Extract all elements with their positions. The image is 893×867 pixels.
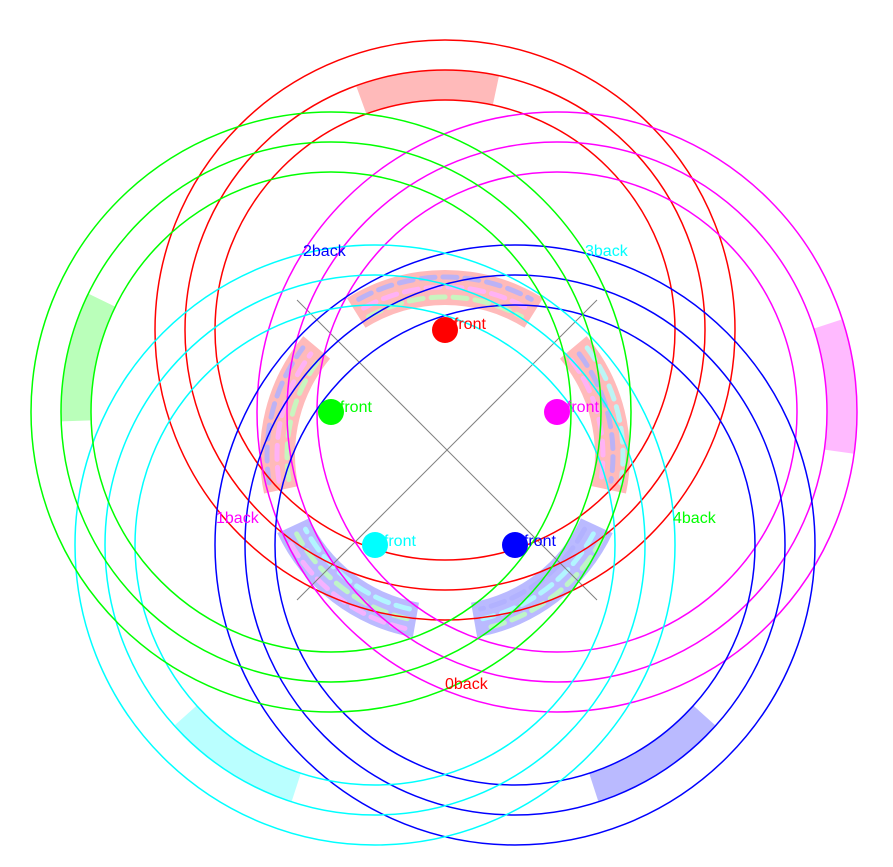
diagonal-guide-lines <box>296 299 598 601</box>
front-dot-3 <box>362 532 388 558</box>
ring-1 <box>286 141 828 683</box>
label-4front: 4front <box>331 399 372 416</box>
ring-4 <box>60 141 602 683</box>
front-dot-0 <box>432 317 458 343</box>
front-dot-2 <box>502 532 528 558</box>
dash-stroke <box>478 526 588 612</box>
front-dot-1 <box>544 399 570 425</box>
front-dots <box>318 317 570 558</box>
band-right <box>559 336 631 494</box>
label-3front: 3front <box>375 533 416 550</box>
dash-stroke <box>568 357 606 483</box>
ring-1 <box>316 171 798 653</box>
label-4back: 4back <box>673 510 717 527</box>
label-1front: 1front <box>558 399 599 416</box>
ring-0 <box>214 99 676 561</box>
band-outer-bottom-right <box>589 705 716 802</box>
dash-stroke <box>294 531 410 622</box>
dash-stroke <box>285 536 408 631</box>
dashed-band-strokes <box>264 274 626 631</box>
label-2back: 2back <box>303 243 347 260</box>
ring-2 <box>244 274 786 816</box>
ring-0 <box>154 39 736 621</box>
ring-1 <box>256 111 858 713</box>
label-1back: 1back <box>216 510 260 527</box>
ring-2 <box>214 244 816 846</box>
dash-stroke <box>480 531 596 622</box>
label-2front: 2front <box>515 533 556 550</box>
dash-stroke <box>284 357 322 483</box>
dash-stroke <box>584 345 626 486</box>
dash-stroke <box>576 351 616 484</box>
ring-4 <box>30 111 632 713</box>
ring-circles <box>30 39 858 846</box>
ring-4 <box>90 171 572 653</box>
band-outer-bottom-left <box>174 705 301 802</box>
dash-stroke <box>264 345 306 486</box>
dash-stroke <box>361 284 529 311</box>
label-3back: 3back <box>585 243 629 260</box>
ring-3 <box>104 274 646 816</box>
ring-2 <box>274 304 756 786</box>
label-0back: 0back <box>445 676 489 693</box>
band-outer-top <box>356 70 500 114</box>
ring-0 <box>184 69 706 591</box>
dash-stroke <box>356 274 534 302</box>
front-dot-4 <box>318 399 344 425</box>
dash-stroke <box>274 351 314 484</box>
band-outer-left <box>61 293 116 422</box>
ring-3 <box>134 304 616 786</box>
ring-3 <box>74 244 676 846</box>
label-0front: 0front <box>445 316 486 333</box>
band-outer-right <box>813 319 858 454</box>
dash-stroke <box>482 536 605 631</box>
guide-line-diag-up <box>296 299 598 601</box>
dash-stroke <box>302 526 412 612</box>
text-labels: 0front 1front 2front 3front 4front 0back… <box>216 243 717 693</box>
